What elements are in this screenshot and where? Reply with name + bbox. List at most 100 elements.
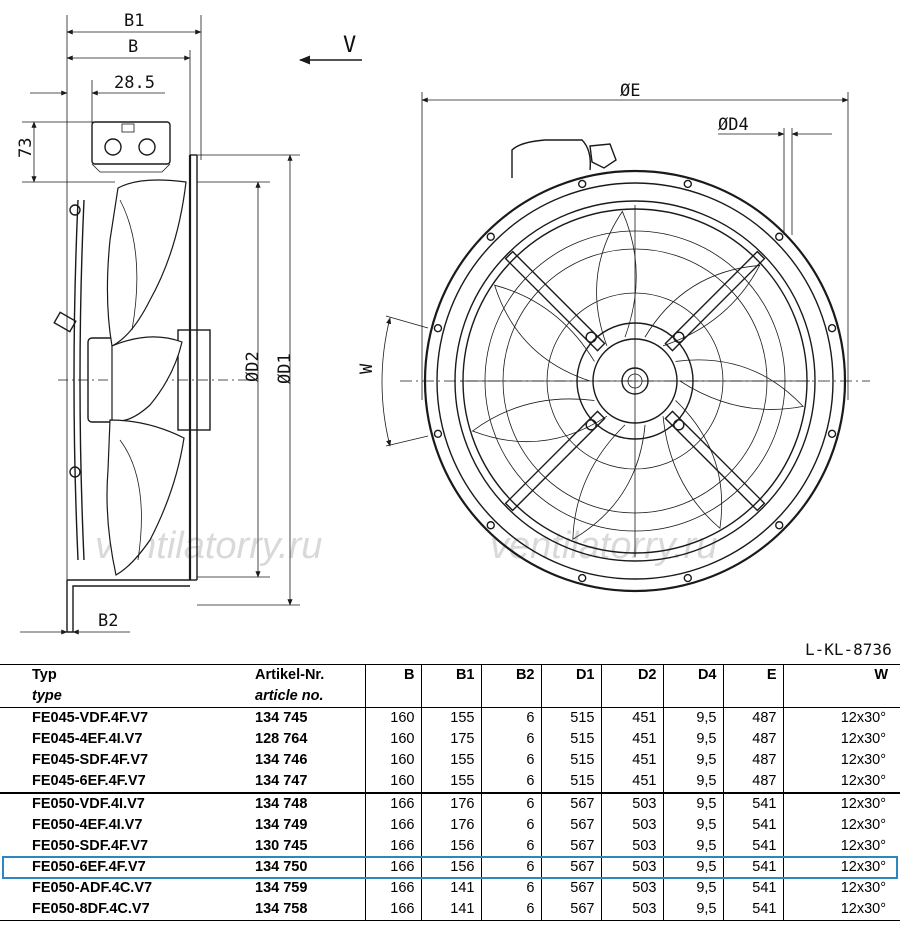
header-b2: B2 [480,664,541,686]
cell-w: 12x30° [782,771,900,793]
front-view: ØE ØD4 W [357,81,870,593]
header-e: E [722,664,783,686]
cell-b: 160 [364,729,421,750]
header-b: B [364,664,421,686]
cell-w: 12x30° [782,815,900,836]
arm-bolt [673,419,685,431]
table-header-row-en: type article no. [0,686,900,708]
cell-b: 166 [364,792,421,815]
cell-art: 134 759 [255,880,308,896]
cell-typ: FE050-VDF.4I.V7 [0,792,225,815]
cell-b: 166 [364,857,421,878]
cell-d4: 9,5 [662,836,723,857]
cell-w: 12x30° [782,707,900,729]
cell-w: 12x30° [782,836,900,857]
cell-b: 160 [364,750,421,771]
cell-typ: FE050-SDF.4F.V7 [32,838,149,854]
cell-art: 134 758 [225,899,365,921]
cell-art: 134 749 [255,817,308,833]
header-artikel: Artikel-Nr. [225,664,365,686]
cell-typ: FE045-4EF.4I.V7 [32,731,143,747]
cell-b2: 6 [480,899,541,921]
header-w: W [782,664,900,686]
cell-b: 166 [364,836,421,857]
cell-art: 130 745 [255,838,308,854]
cell-w: 12x30° [782,899,900,921]
cell-d2: 503 [600,792,663,815]
cell-e: 487 [722,750,783,771]
bolt-hole [433,429,443,438]
arm-bolt [585,419,597,431]
fan-blade [572,424,646,540]
cell-d2: 451 [600,771,663,793]
cell-e: 487 [722,729,783,750]
cell-d2: 503 [600,815,663,836]
cell-art: 134 750 [255,859,308,875]
table-header-row: Typ Artikel-Nr. B B1 B2 D1 D2 D4 E W [0,664,900,686]
bolt-hole [683,179,692,189]
dim-73-label: 73 [16,138,36,158]
cell-art: 134 747 [255,773,308,789]
cell-w: 12x30° [782,792,900,815]
header-typ: Typ [0,664,225,686]
cell-e: 541 [722,878,783,899]
support-arm [664,250,766,352]
bolt-hole [827,429,837,438]
cell-d2: 503 [600,857,663,878]
cell-d1: 515 [540,729,601,750]
cell-d4: 9,5 [662,729,723,750]
cell-d4: 9,5 [662,899,723,921]
cell-d1: 515 [540,750,601,771]
fan-blade [662,400,723,530]
cell-b2: 6 [480,878,541,899]
cell-d1: 567 [540,815,601,836]
cell-typ: FE050-ADF.4C.V7 [32,880,153,896]
cell-b2: 6 [480,750,541,771]
cell-d4: 9,5 [662,771,723,793]
cell-b: 160 [364,771,421,793]
cell-b1: 141 [420,899,481,921]
cell-b1: 176 [420,815,481,836]
cell-d1: 567 [540,899,601,921]
cell-e: 541 [722,815,783,836]
cell-d4: 9,5 [662,707,723,729]
cell-d1: 515 [540,771,601,793]
support-arm [664,410,766,512]
cell-b: 166 [364,815,421,836]
bolt-hole [683,573,692,583]
cell-e: 541 [722,836,783,857]
cell-d4: 9,5 [662,878,723,899]
bolt-hole [775,521,784,530]
drawing-code: L-KL-8736 [805,640,892,659]
cell-b2: 6 [480,729,541,750]
cell-b2: 6 [480,771,541,793]
bolt-hole [486,521,495,530]
cell-art: 134 746 [255,752,308,768]
bolt-hole [578,179,587,189]
cell-b1: 175 [420,729,481,750]
cell-d2: 451 [600,729,663,750]
cell-b1: 141 [420,878,481,899]
cell-typ: FE050-4EF.4I.V7 [32,817,143,833]
cell-b: 166 [364,878,421,899]
cell-art: 134 745 [255,710,308,726]
cell-b2: 6 [480,707,541,729]
cell-b2: 6 [480,792,541,815]
cell-e: 541 [722,792,783,815]
cell-d2: 503 [600,836,663,857]
header-artikel-en: article no. [225,686,365,708]
cell-art: 128 764 [255,731,308,747]
dim-28-5-label: 28.5 [114,73,155,93]
side-view: B1 B 28.5 73 [16,11,300,635]
cell-d4: 9,5 [662,792,723,815]
arm-bolt [585,331,597,343]
dim-d4-label: ØD4 [718,115,749,135]
fan-blade [644,264,761,347]
fan-blade [493,284,595,382]
